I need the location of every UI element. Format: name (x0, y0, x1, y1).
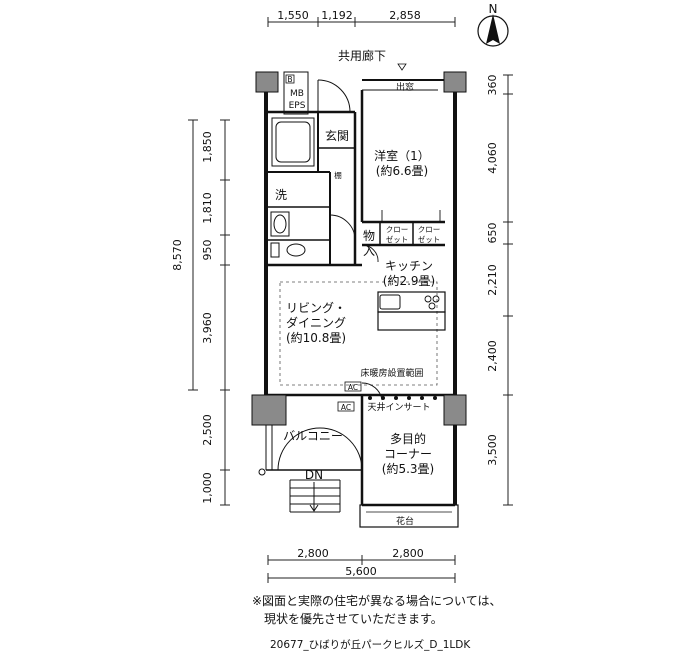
dim-right-1: 360 (486, 75, 499, 96)
right-dimensions (503, 74, 513, 506)
mb-eps-box (283, 71, 309, 115)
dim-right-2: 4,060 (486, 142, 499, 174)
label-demado: 出窓 (396, 81, 414, 93)
label-eps: EPS (289, 101, 306, 111)
ac-box-2 (337, 401, 355, 412)
plan-caption: 20677_ひばりが丘パークヒルズ_D_1LDK (270, 639, 471, 651)
dim-top-2: 1,192 (321, 9, 353, 22)
label-closet-a-1: クロー (386, 225, 409, 234)
dim-left-2: 1,810 (201, 192, 214, 224)
ac-box-1 (344, 381, 362, 392)
label-b: B (287, 75, 292, 84)
dim-bottom-1: 2,800 (297, 547, 329, 560)
dim-bottom-2: 2,800 (392, 547, 424, 560)
disclaimer-line-1: ※図面と実際の住宅が異なる場合については、 (252, 594, 502, 608)
dim-top-1: 1,550 (277, 9, 309, 22)
label-kitchen-name: キッチン (385, 259, 433, 273)
label-ld-size: (約10.8畳) (286, 330, 346, 345)
label-youshitsu-name: 洋室（1） (374, 148, 430, 163)
disclaimer-note: ※図面と実際の住宅が異なる場合については、 現状を優先させていただきます。 (252, 592, 672, 628)
dim-bottom-total: 5,600 (345, 565, 377, 578)
dim-left-4: 3,960 (201, 312, 214, 344)
dim-left-6: 1,000 (201, 472, 214, 504)
label-tamoku-size: (約5.3畳) (382, 461, 434, 476)
pillars (251, 71, 467, 426)
label-kitchen-size: (約2.9畳) (383, 273, 435, 288)
label-closet-b-1: クロー (418, 225, 441, 234)
label-monoire-2: 入 (363, 244, 375, 258)
entrance-door (317, 79, 351, 113)
left-dimensions (188, 119, 230, 506)
dim-left-3: 950 (201, 240, 214, 261)
label-closet-a-2: ゼット (386, 234, 409, 244)
label-mb: MB (290, 89, 304, 99)
dim-right-6: 3,500 (486, 434, 499, 466)
label-closet-b-2: ゼット (418, 234, 441, 244)
dim-top-3: 2,858 (389, 9, 421, 22)
disclaimer-line-2: 現状を優先させていただきます。 (264, 612, 443, 626)
dim-left-1: 1,850 (201, 131, 214, 163)
window-mark-icon (397, 63, 407, 71)
dim-left-total: 8,570 (171, 239, 184, 271)
compass-icon (477, 14, 509, 47)
label-floor-heating: 床暖房設置範囲 (360, 367, 423, 379)
ceiling-insert-dots (368, 396, 437, 400)
walls (264, 79, 459, 528)
label-ac-1: AC (348, 383, 358, 392)
label-youshitsu-size: (約6.6畳) (376, 163, 428, 178)
label-ceiling-insert: 天井インサート (367, 401, 430, 413)
floor-heating-area (279, 281, 438, 386)
dim-left-5: 2,500 (201, 414, 214, 446)
label-genkan: 玄関 (325, 128, 349, 143)
dim-right-4: 2,210 (486, 264, 499, 296)
label-ld-line1: リビング・ (286, 301, 346, 315)
compass-label: N (489, 2, 498, 16)
label-balcony: バルコニー (283, 429, 343, 443)
label-ld-line2: ダイニング (286, 315, 346, 330)
corridor-label: 共用廊下 (338, 48, 386, 63)
label-sen: 洗 (275, 188, 287, 202)
b-box (285, 74, 295, 84)
label-ac-2: AC (341, 403, 351, 412)
label-tamoku-line1: 多目的 (390, 431, 426, 446)
label-kadan: 花台 (396, 515, 414, 527)
bottom-dimensions (267, 555, 456, 583)
stairs (258, 427, 363, 513)
door-swings (329, 210, 441, 401)
fixtures (270, 211, 306, 258)
dim-right-3: 650 (486, 223, 499, 244)
label-monoire-1: 物 (363, 229, 375, 243)
dim-right-5: 2,400 (486, 340, 499, 372)
label-tamoku-line2: コーナー (384, 447, 432, 461)
label-dn: DN (305, 468, 323, 482)
bathtub (271, 117, 315, 167)
label-tana: 棚 (334, 170, 342, 180)
top-dimensions (267, 17, 456, 27)
